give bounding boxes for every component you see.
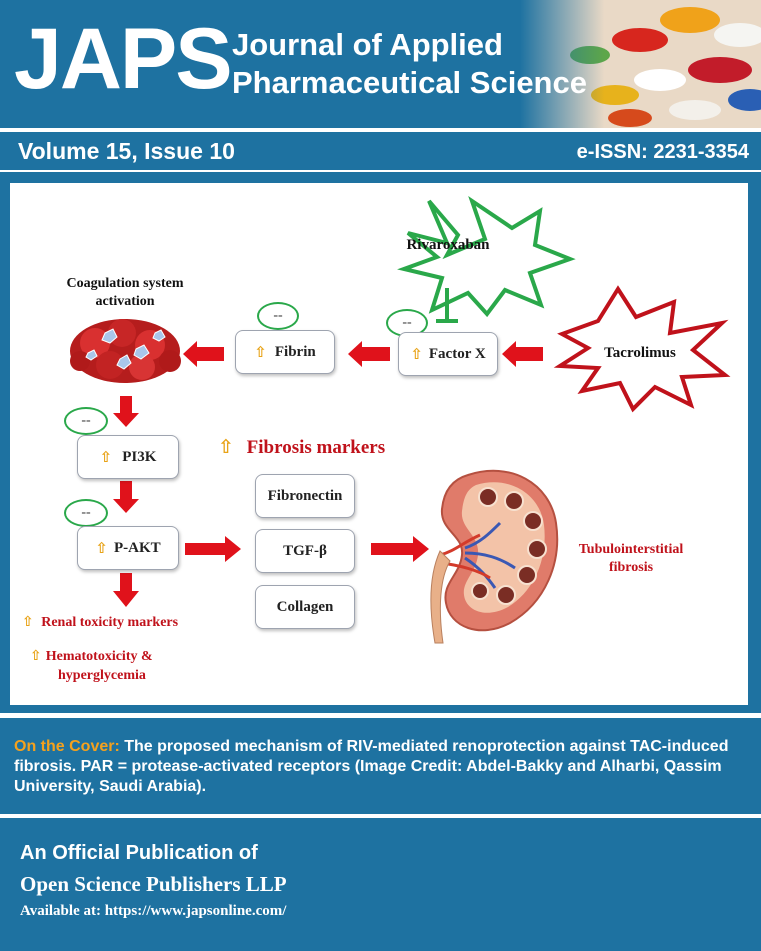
- hematotoxicity-label: ⇧Hematotoxicity & hyperglycemia: [30, 647, 153, 685]
- diagram-graphics: [70, 196, 731, 644]
- fibronectin-label: Fibronectin: [267, 487, 343, 504]
- collagen-box: Collagen: [255, 585, 355, 629]
- coagulation-label-line1: Coagulation system: [66, 276, 184, 291]
- tacrolimus-starburst: [553, 285, 731, 413]
- pills-image: [520, 0, 761, 128]
- fibronectin-box: Fibronectin: [255, 474, 355, 518]
- tubulo-line1: Tubulointerstitial: [578, 542, 684, 557]
- pakt-label: P-AKT: [113, 539, 161, 556]
- collagen-label: Collagen: [276, 598, 334, 615]
- journal-title-line2: Pharmaceutical Science: [232, 65, 587, 100]
- rivaroxaban-starburst: [397, 196, 576, 318]
- mechanism-diagram: Rivaroxaban Tacrolimus Coagulation syste…: [10, 183, 748, 705]
- journal-logo: JAPS: [14, 11, 233, 107]
- issn-number: e-ISSN: 2231-3354: [576, 141, 749, 163]
- arrow-coag-to-pi3k: [113, 396, 139, 427]
- pi3k-box: ⇧ PI3K: [77, 435, 179, 479]
- up-arrow-icon: ⇧: [30, 648, 42, 664]
- volume-issue: Volume 15, Issue 10: [18, 138, 235, 164]
- arrow-fibrin-to-coag: [183, 341, 224, 367]
- caption-text: On the Cover: The proposed mechanism of …: [14, 737, 744, 797]
- journal-title-line1: Journal of Applied: [232, 27, 503, 62]
- hemato-line1: Hematotoxicity &: [45, 649, 153, 664]
- coagulation-label: Coagulation system activation: [40, 275, 210, 311]
- up-arrow-icon: ⇧: [410, 345, 423, 363]
- caption-body: The proposed mechanism of RIV-mediated r…: [14, 738, 729, 795]
- arrow-tacrolimus-to-factorx: [502, 341, 543, 367]
- up-arrow-icon: ⇧: [95, 539, 108, 557]
- pathway-arrows: [113, 341, 543, 607]
- pi3k-label: PI3K: [122, 448, 157, 465]
- tacrolimus-label: Tacrolimus: [604, 345, 676, 361]
- up-arrow-icon: ⇧: [254, 343, 267, 361]
- up-arrow-icon: ⇧: [99, 448, 113, 466]
- coagulation-label-line2: activation: [95, 294, 155, 309]
- hemato-line2: hyperglycemia: [58, 668, 146, 683]
- tgfb-label: TGF-β: [283, 542, 327, 559]
- pakt-box: ⇧ P-AKT: [77, 526, 179, 570]
- cover-caption: On the Cover: The proposed mechanism of …: [0, 718, 761, 814]
- oval-fibrin: --: [257, 302, 299, 330]
- arrow-pi3k-to-pakt: [113, 481, 139, 513]
- fibrosis-markers-label: Fibrosis markers: [246, 437, 386, 458]
- clot-image: [70, 319, 181, 383]
- fibrin-label: Fibrin: [274, 343, 316, 360]
- volume-bar: Volume 15, Issue 10 e-ISSN: 2231-3354: [0, 132, 761, 170]
- renal-toxicity-label: ⇧ Renal toxicity markers: [22, 614, 178, 631]
- journal-title: Journal of Applied Pharmaceutical Scienc…: [232, 26, 587, 102]
- factor-x-label: Factor X: [428, 345, 486, 362]
- rivaroxaban-label: Rivaroxaban: [406, 237, 490, 253]
- fibrin-box: ⇧ Fibrin: [235, 330, 335, 374]
- factor-x-box: ⇧ Factor X: [398, 332, 498, 376]
- arrow-pakt-to-renal: [113, 573, 139, 607]
- kidney-image: [430, 469, 559, 644]
- website-link[interactable]: Available at: https://www.japsonline.com…: [20, 903, 287, 919]
- renal-toxicity-text: Renal toxicity markers: [41, 615, 179, 630]
- fibrosis-markers-heading: ⇧ Fibrosis markers: [218, 436, 385, 459]
- up-arrow-icon: ⇧: [22, 614, 34, 630]
- tubulointerstitial-label: Tubulointerstitial fibrosis: [556, 541, 706, 577]
- up-arrow-icon: ⇧: [218, 436, 234, 458]
- caption-lead: On the Cover:: [14, 738, 120, 755]
- tgfb-box: TGF-β: [255, 529, 355, 573]
- official-publication: An Official Publication of: [20, 842, 258, 864]
- tubulo-line2: fibrosis: [608, 560, 654, 575]
- oval-pi3k: --: [64, 407, 108, 435]
- journal-header: JAPS Journal of Applied Pharmaceutical S…: [0, 0, 761, 128]
- arrow-tgfb-to-kidney: [371, 536, 429, 562]
- oval-pakt: --: [64, 499, 108, 527]
- publisher-footer: An Official Publication of Open Science …: [0, 818, 761, 951]
- arrow-pakt-to-tgfb: [185, 536, 241, 562]
- arrow-factorx-to-fibrin: [348, 341, 390, 367]
- publisher-name: Open Science Publishers LLP: [20, 872, 287, 896]
